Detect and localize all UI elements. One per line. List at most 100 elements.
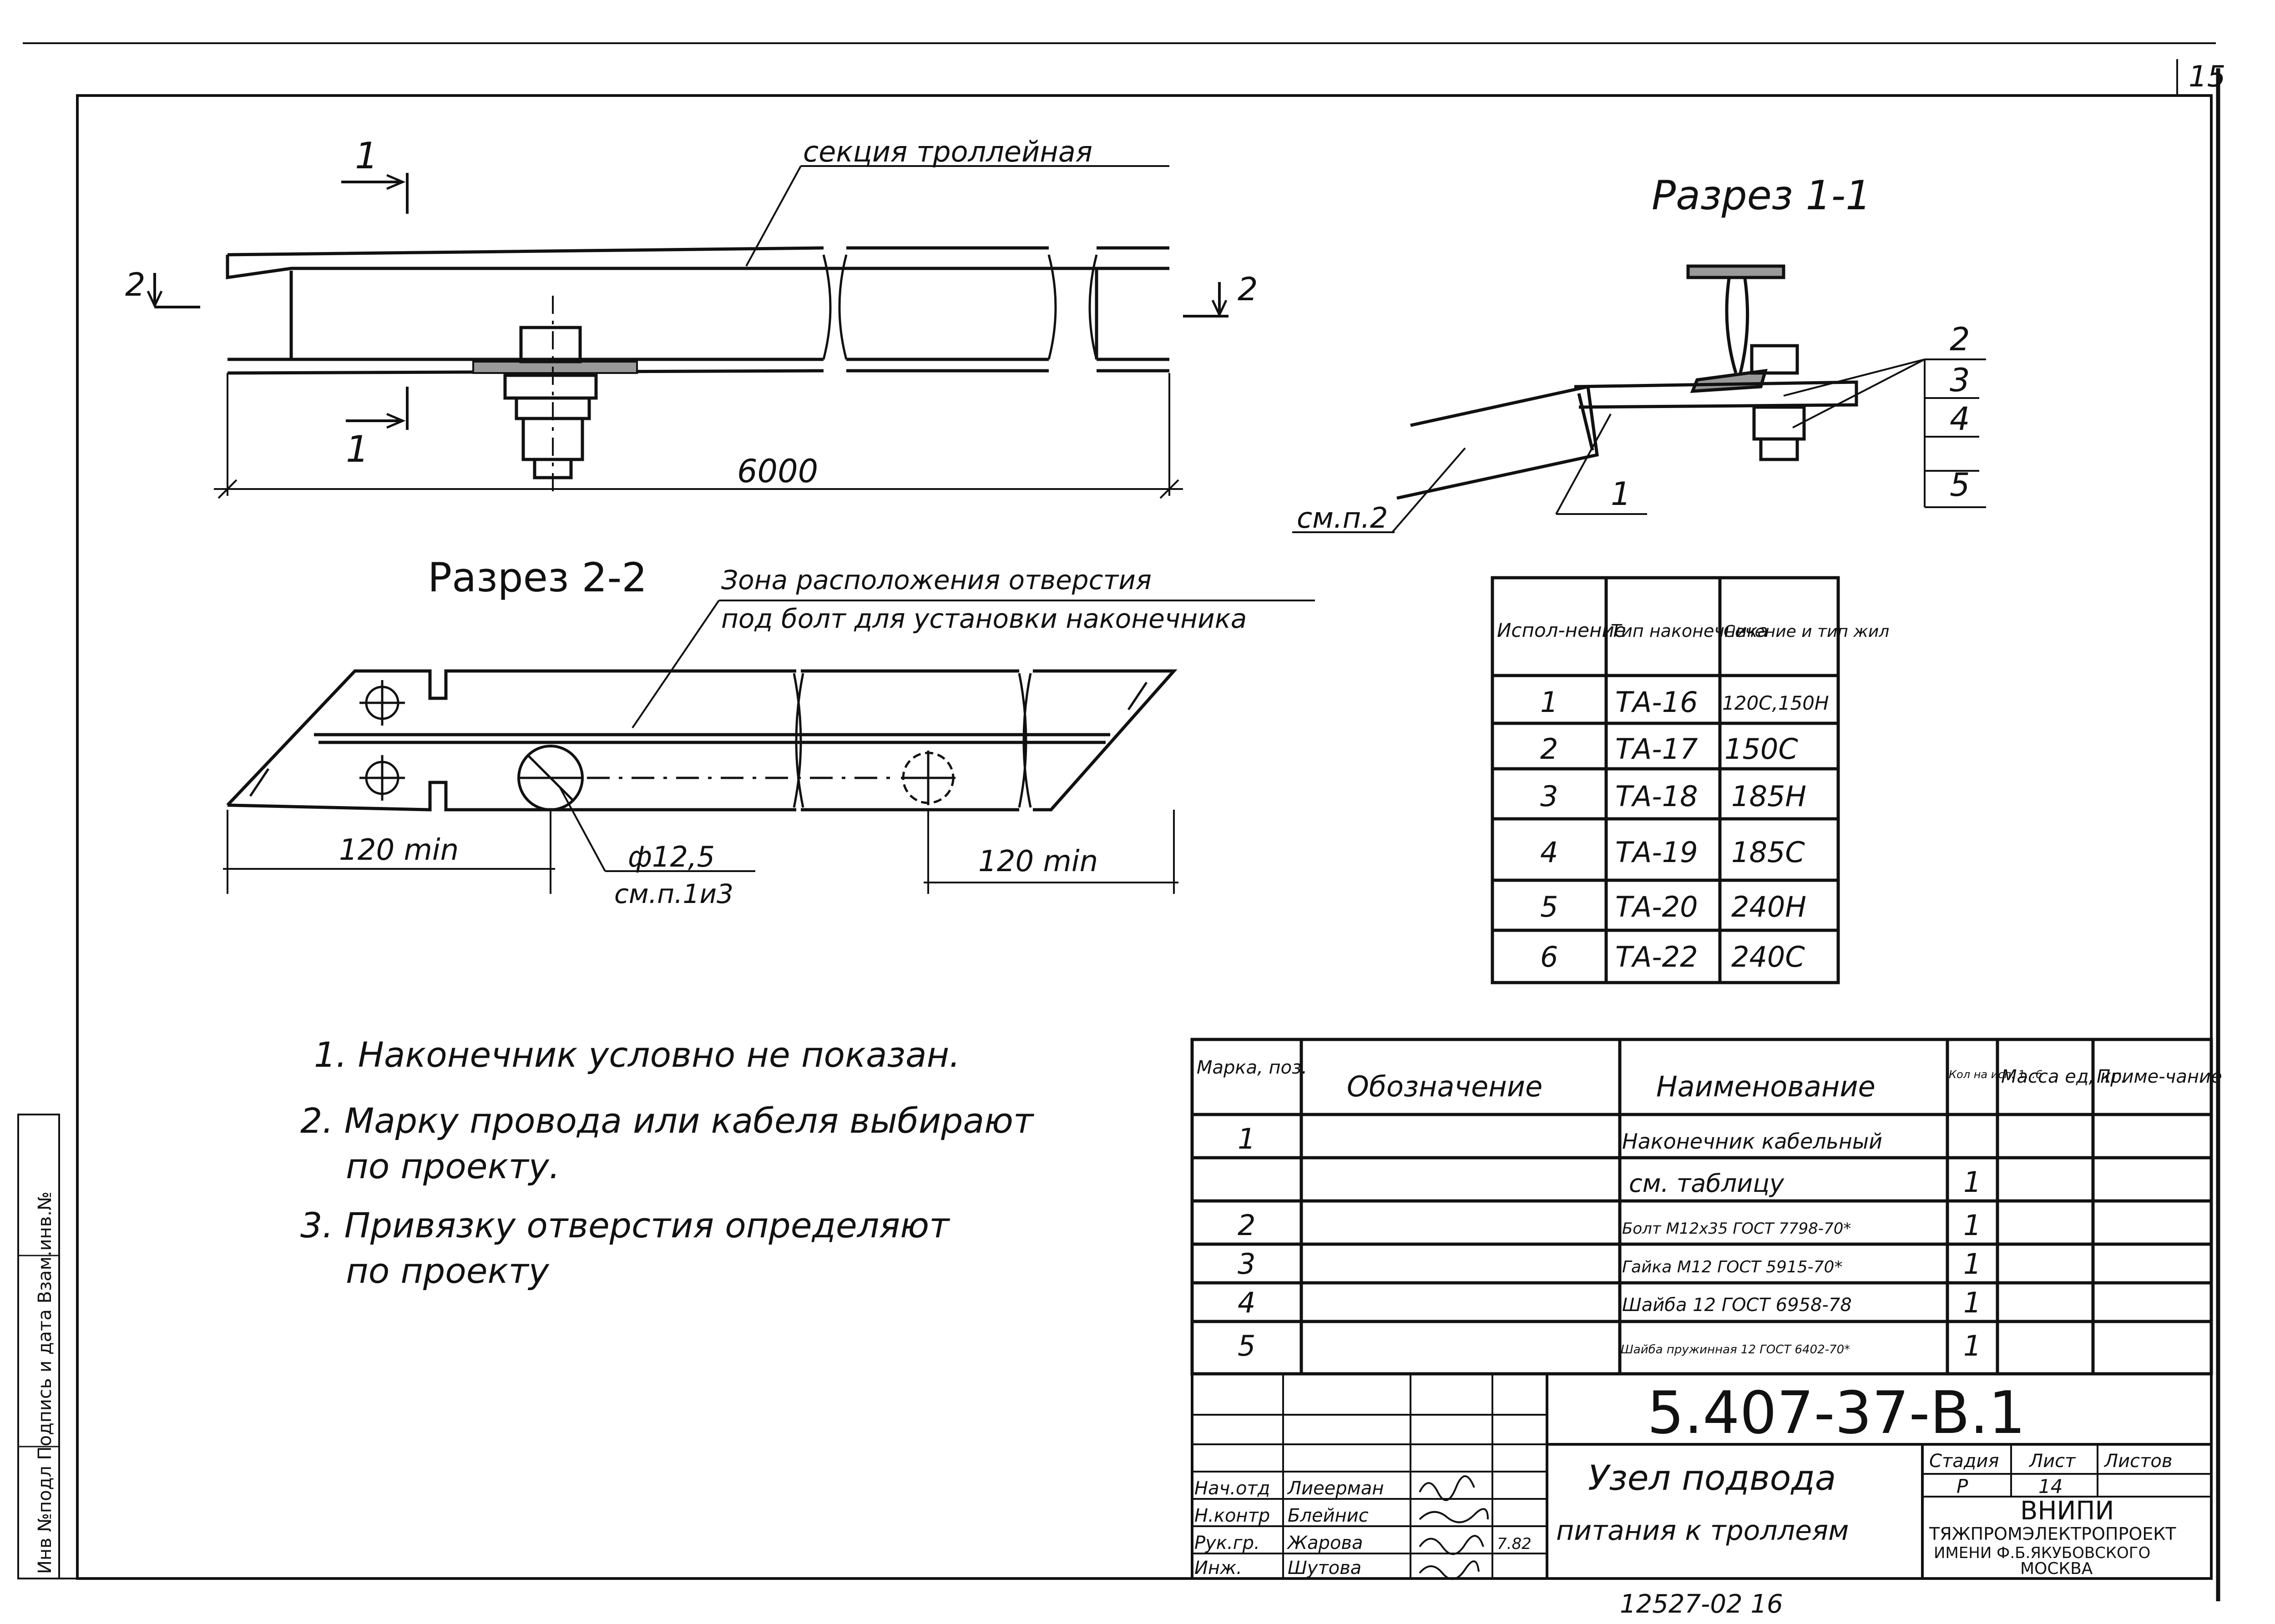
spec-cell-name: см. таблицу	[1629, 1169, 1785, 1198]
variant-cell: 3	[1540, 780, 1558, 813]
date-mark: 7.82	[1497, 1535, 1532, 1553]
callout-2: 2	[1950, 321, 1970, 358]
cut2-left-label: 2	[125, 266, 146, 303]
note-2-cont: по проекту.	[346, 1146, 560, 1186]
signature-name: Блейнис	[1288, 1505, 1369, 1526]
section-2-2-dimensions	[223, 600, 1315, 894]
signature-name: Жарова	[1286, 1533, 1363, 1553]
variant-cell: 120С,150Н	[1722, 692, 1829, 714]
dimension-6000	[214, 479, 1183, 499]
section-leader	[745, 165, 1169, 267]
spec-cell-name: Шайба 12 ГОСТ 6958-78	[1622, 1295, 1852, 1316]
variant-cell: ТА-17	[1615, 732, 1698, 766]
spec-cell-pos: 5	[1238, 1329, 1255, 1362]
bolt-assembly-top	[503, 296, 598, 491]
variant-row: 2 ТА-17 150С	[1540, 732, 1798, 766]
side-stamp: Инв №подл Подпись и дата Взам.инв.№	[17, 1114, 60, 1579]
variant-table: Испол-нение Тип наконечника Сечение и ти…	[1491, 576, 1889, 984]
spec-cell-qty: 1	[1963, 1209, 1981, 1242]
signature-marks	[1419, 1475, 1489, 1580]
spec-header-mark: Марка, поз.	[1197, 1057, 1307, 1078]
variant-cell: 2	[1540, 732, 1558, 766]
title-line-2: питания к троллеям	[1556, 1515, 1849, 1547]
note-3-cont: по проекту	[346, 1251, 550, 1291]
title-line-1: Узел подвода	[1588, 1458, 1836, 1498]
variant-cell: 5	[1540, 890, 1558, 923]
spec-cell-pos: 2	[1238, 1209, 1255, 1242]
cut1-top-label: 1	[355, 135, 378, 177]
spec-cell-qty: 1	[1963, 1286, 1981, 1319]
notes: 1. Наконечник условно не показан. 2. Мар…	[300, 1034, 1035, 1291]
variant-cell: ТА-22	[1615, 940, 1698, 973]
spec-row: 2 Болт М12х35 ГОСТ 7798-70* 1	[1238, 1209, 1981, 1242]
signature-name: Шутова	[1288, 1558, 1361, 1579]
spec-row: 5 Шайба пружинная 12 ГОСТ 6402-70* 1	[1238, 1329, 1981, 1362]
spec-row: 4 Шайба 12 ГОСТ 6958-78 1	[1238, 1286, 1981, 1319]
spec-cell-name: Болт М12х35 ГОСТ 7798-70*	[1622, 1220, 1851, 1238]
spec-cell-qty: 1	[1963, 1329, 1981, 1362]
spec-cell-pos: 3	[1238, 1247, 1255, 1281]
title-block: 5.407-37-В.1 Узел подвода питания к трол…	[1191, 1372, 2213, 1580]
cut-1-markers	[341, 173, 409, 430]
variant-row: 3 ТА-18 185Н	[1540, 780, 1806, 813]
variant-cell: 1	[1540, 686, 1558, 719]
variant-cell: 150С	[1724, 732, 1798, 766]
spec-row: см. таблицу 1	[1629, 1165, 1981, 1199]
variant-cell: ТА-18	[1615, 780, 1698, 813]
variant-cell: 240С	[1731, 940, 1805, 973]
section-2-2-title: Разрез 2-2	[428, 554, 647, 601]
stage-value: Р	[1956, 1475, 1968, 1498]
hole-dim: ф12,5	[628, 840, 715, 873]
hole-ref: см.п.1и3	[614, 878, 733, 909]
variant-header-3: Сечение и тип жил	[1724, 622, 1889, 641]
signature-role: Рук.гр.	[1194, 1533, 1260, 1553]
spec-header-name: Наименование	[1656, 1070, 1876, 1103]
cut-2-markers	[147, 273, 1228, 318]
dimension-6000-label: 6000	[737, 453, 818, 490]
spec-header-mass: Масса ед, кг.	[2001, 1066, 2127, 1087]
section-label: секция троллейная	[803, 135, 1092, 168]
zone-note-line1: Зона расположения отверстия	[721, 565, 1152, 595]
sheet-value: 14	[2038, 1475, 2063, 1498]
signature-role: Н.контр	[1194, 1505, 1270, 1526]
spec-cell-pos: 4	[1238, 1286, 1255, 1319]
variant-cell: 6	[1540, 940, 1558, 973]
cut1-bottom-label: 1	[346, 428, 369, 470]
variant-header-1: Испол-нение	[1497, 619, 1626, 641]
side-stamp-text: Инв №подл Подпись и дата Взам.инв.№	[35, 1191, 56, 1574]
spec-cell-name: Наконечник кабельный	[1622, 1129, 1882, 1154]
variant-cell: 240Н	[1731, 890, 1806, 923]
variant-row: 1 ТА-16 120С,150Н	[1540, 686, 1829, 719]
dim-left-120: 120 min	[339, 833, 459, 867]
variant-row: 4 ТА-19 185С	[1540, 836, 1805, 869]
variant-cell: ТА-19	[1615, 836, 1698, 869]
variant-cell: 4	[1540, 836, 1558, 869]
spec-cell-pos: 1	[1238, 1122, 1255, 1155]
spec-cell-name: Шайба пружинная 12 ГОСТ 6402-70*	[1621, 1343, 1850, 1357]
spec-header-row: Марка, поз. Обозначение Наименование Кол…	[1197, 1057, 2222, 1103]
section-2-2: Разрез 2-2	[223, 554, 1315, 909]
variant-row: 5 ТА-20 240Н	[1540, 890, 1806, 923]
note-2: 2. Марку провода или кабеля выбирают	[300, 1100, 1035, 1141]
sheet-number: 15	[2189, 60, 2225, 94]
signature-name: Лиеерман	[1287, 1478, 1384, 1499]
spec-header-qty: Кол на исп. 1...6	[1949, 1068, 2042, 1081]
org-line-3: ИМЕНИ Ф.Б.ЯКУБОВСКОГО	[1934, 1544, 2150, 1562]
org-line-1: ВНИПИ	[2020, 1496, 2114, 1526]
top-view: 1 1 2 2 6000 секция троллейная	[125, 135, 1258, 499]
callout-ref: см.п.2	[1297, 501, 1388, 535]
section-1-1: Разрез 1-1 2 3 4	[1292, 172, 1986, 535]
variant-row: 6 ТА-22 240С	[1540, 940, 1805, 973]
spec-header-note: Приме-чание	[2097, 1066, 2222, 1087]
section-1-1-leaders	[1292, 358, 1986, 533]
callout-4: 4	[1950, 400, 1970, 438]
spec-cell-qty: 1	[1963, 1165, 1981, 1199]
cut2-right-label: 2	[1238, 271, 1258, 308]
spec-row: 1 Наконечник кабельный	[1238, 1122, 1882, 1155]
bottom-code: 12527-02 16	[1620, 1589, 1783, 1619]
signature-role: Нач.отд	[1194, 1478, 1270, 1499]
section-1-1-title: Разрез 1-1	[1652, 172, 1871, 219]
zone-note-line2: под болт для установки наконечника	[721, 603, 1247, 634]
callout-3: 3	[1950, 362, 1970, 399]
